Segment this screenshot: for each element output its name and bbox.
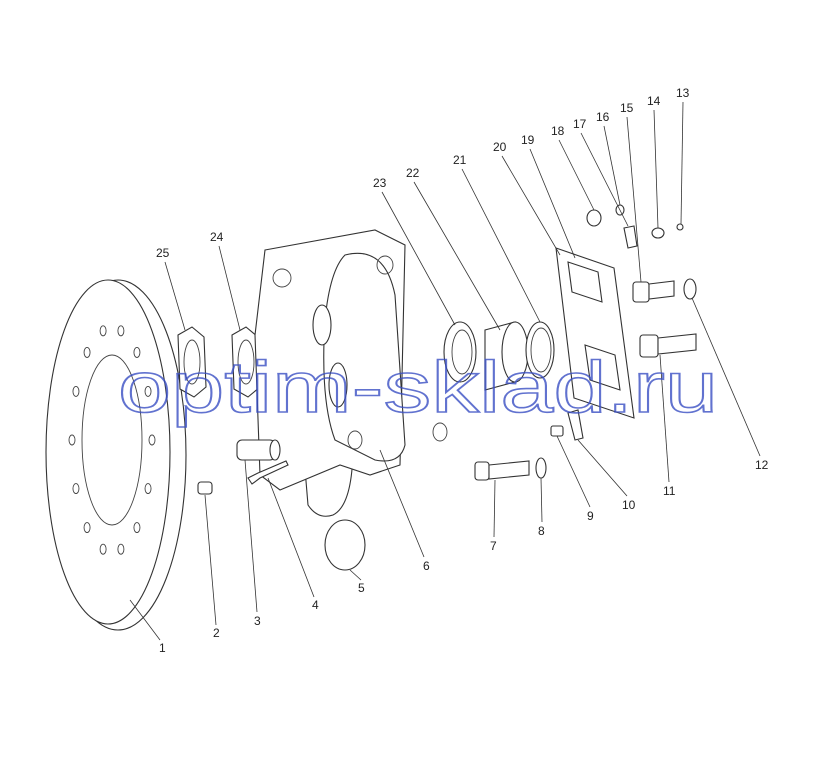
- ball-13: [676, 223, 684, 231]
- callout-23: 23: [373, 176, 387, 190]
- piston-22: [484, 321, 529, 391]
- callout-14: 14: [647, 94, 661, 108]
- callout-8: 8: [538, 524, 545, 538]
- brake-disc: [45, 279, 187, 631]
- cap-2: [197, 481, 213, 495]
- disc-bolt-hole: [99, 325, 107, 337]
- disc-bolt-hole: [148, 434, 156, 446]
- ring-14: [651, 227, 665, 239]
- guide-pin-3: [236, 439, 281, 461]
- bolt-11: [639, 333, 697, 358]
- callout-25: 25: [156, 246, 170, 260]
- callout-5: 5: [358, 581, 365, 595]
- washer-12: [683, 278, 697, 300]
- disc-bolt-hole: [72, 385, 80, 397]
- pin-17: [623, 225, 638, 249]
- bolt-4: [247, 460, 289, 485]
- callout-2: 2: [213, 626, 220, 640]
- callout-10: 10: [622, 498, 636, 512]
- callout-7: 7: [490, 539, 497, 553]
- callout-22: 22: [406, 166, 420, 180]
- guide-bushing-25: [177, 326, 207, 398]
- disc-bolt-hole: [117, 543, 125, 555]
- disc-bolt-hole: [144, 483, 152, 495]
- piston-seal-23: [443, 321, 477, 383]
- bolt-15: [632, 280, 675, 303]
- disc-bolt-hole: [117, 325, 125, 337]
- disc-bolt-hole: [83, 522, 91, 534]
- disc-bolt-hole: [99, 543, 107, 555]
- cap-18: [586, 209, 602, 227]
- callout-24: 24: [210, 230, 224, 244]
- callout-20: 20: [493, 140, 507, 154]
- guide-bushing-24: [231, 326, 261, 398]
- brake-pad: [555, 247, 635, 419]
- callout-4: 4: [312, 598, 319, 612]
- caliper-body: [254, 229, 448, 491]
- disc-bolt-hole: [133, 346, 141, 358]
- callout-11: 11: [663, 484, 676, 498]
- disc-bolt-hole: [72, 483, 80, 495]
- callout-19: 19: [521, 133, 535, 147]
- leader-lines: [129, 101, 761, 641]
- bolt-7: [474, 460, 530, 481]
- callout-labels: 1 2 3 4 5 6 7 8 9 10 11 12 13 14 15 16 1…: [156, 86, 769, 655]
- callout-13: 13: [676, 86, 690, 100]
- o-ring-5: [324, 519, 366, 571]
- disc-bolt-hole: [68, 434, 76, 446]
- bolt-10: [567, 409, 584, 441]
- callout-3: 3: [254, 614, 261, 628]
- callout-1: 1: [159, 641, 166, 655]
- disc-bolt-hole: [83, 346, 91, 358]
- washer-8: [535, 457, 547, 479]
- callout-21: 21: [453, 153, 467, 167]
- callout-16: 16: [596, 110, 610, 124]
- disc-bolt-hole: [144, 385, 152, 397]
- callout-12: 12: [755, 458, 769, 472]
- callout-18: 18: [551, 124, 565, 138]
- callout-17: 17: [573, 117, 587, 131]
- callout-15: 15: [620, 101, 634, 115]
- callout-9: 9: [587, 509, 594, 523]
- disc-bolt-hole: [133, 522, 141, 534]
- watermark: optim-sklad.ru: [118, 348, 718, 428]
- callout-6: 6: [423, 559, 430, 573]
